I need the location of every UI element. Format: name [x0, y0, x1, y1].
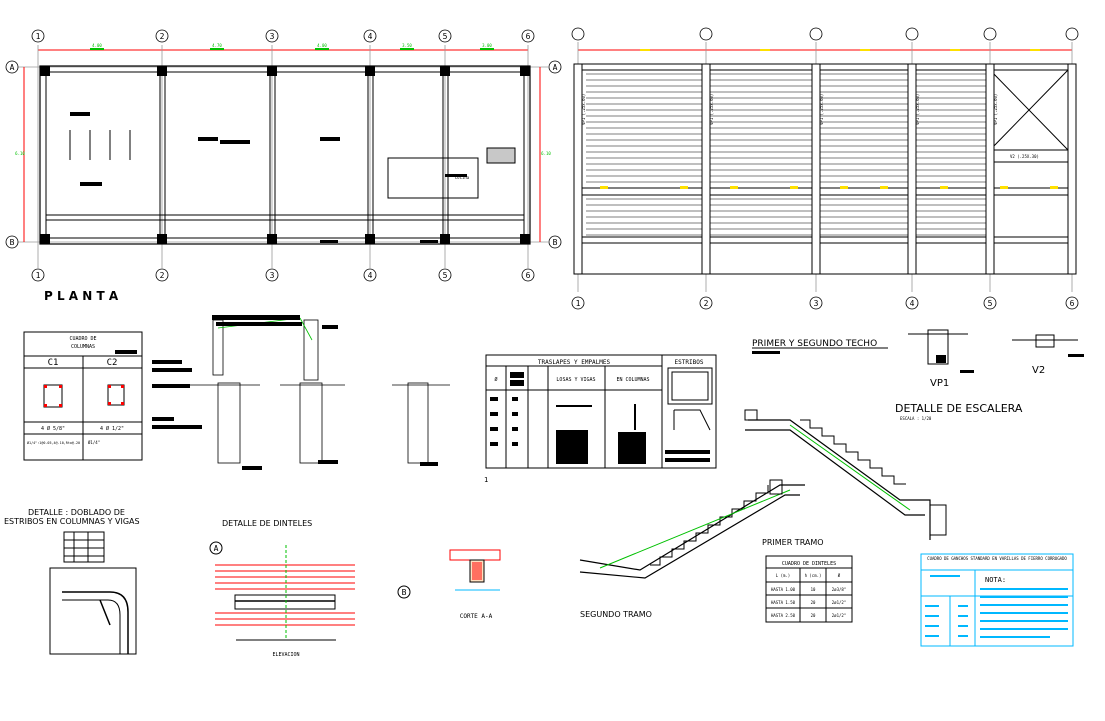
roof-section-title: PRIMER Y SEGUNDO TECHO	[752, 339, 877, 349]
hooks-table: CUADRO DE GANCHOS STANDARD EN VARILLAS D…	[920, 553, 1074, 647]
lintel-table-cell: 2ø1/2"	[832, 600, 846, 605]
dim-left: 6.10	[15, 151, 25, 156]
roof-axis-2: 2	[704, 299, 709, 308]
first-flight-label: PRIMER TRAMO	[762, 538, 824, 547]
dim-right: 6.10	[541, 151, 551, 156]
splices-header-diam: Ø	[494, 376, 497, 383]
axis-5-bottom: 5	[443, 271, 448, 280]
lintel-table-cell: 20	[811, 600, 816, 605]
roof-axis-4: 4	[910, 299, 915, 308]
axis-6-top: 6	[526, 32, 531, 41]
vp1-section-label: VP1	[930, 378, 949, 389]
axis-2-top: 2	[160, 32, 165, 41]
lintel-table-cell: HASTA 1.50	[771, 600, 796, 605]
floor-plan: 1 2 3 4 5 6 1 2 3 4 5 6 A B A B 4.00 4.7…	[5, 29, 562, 303]
lintel-table-header: h (cm.)	[805, 573, 822, 578]
lintel-title: DETALLE DE DINTELES	[222, 519, 312, 528]
stair-title: DETALLE DE ESCALERA	[895, 402, 1023, 415]
axis-1-bottom: 1	[36, 271, 41, 280]
dim-top-2: 4.70	[212, 43, 222, 48]
splices-table: TRASLAPES Y EMPALMES ESTRIBOS Ø LOSAS Y …	[484, 354, 717, 484]
lintel-table-title: CUADRO DE DINTELES	[782, 561, 836, 567]
roof-framing-plan: VP1 (.25x.60) VP1 (.25x.60) VP1 (.25x.60…	[571, 27, 1079, 310]
axis-a-right: A	[553, 63, 558, 72]
lintel-table-header: L (m.)	[776, 573, 790, 578]
roof-axis-5: 5	[988, 299, 993, 308]
roof-axis-3: 3	[814, 299, 819, 308]
stair-scale: ESCALA : 1/20	[900, 416, 932, 421]
columns-table: CUADRO DE COLUMNAS C1 C2 4 Ø 5/8" 4 Ø 1/…	[23, 331, 143, 461]
axis-b-left: B	[10, 238, 15, 247]
stirrups-title: ESTRIBOS	[675, 359, 704, 366]
lintel-table-cell: 10	[811, 587, 816, 592]
axis-4-bottom: 4	[368, 271, 373, 280]
room-label: cocina	[455, 175, 470, 180]
lintel-table-cell: HASTA 2.50	[771, 613, 796, 618]
column-c2-rebar: 4 Ø 1/2"	[100, 425, 124, 432]
columns-table-title-2: COLUMNAS	[71, 344, 95, 350]
axis-a-left: A	[10, 63, 15, 72]
splices-header-slabs: LOSAS Y VIGAS	[556, 377, 595, 383]
axis-2-bottom: 2	[160, 271, 165, 280]
column-c1-rebar: 4 Ø 5/8"	[41, 425, 65, 432]
axis-3-top: 3	[270, 32, 275, 41]
footing-details	[155, 317, 450, 464]
beam-label-5: VP1 (.25x.60)	[993, 94, 998, 125]
roof-axis-6: 6	[1070, 299, 1075, 308]
v2-section-label: V2	[1032, 365, 1045, 376]
column-c2-stirrups: Ø1/4"	[88, 440, 100, 445]
stirrup-bending-detail: DETALLE : DOBLADO DE ESTRIBOS EN COLUMNA…	[4, 508, 140, 655]
column-c2-header: C2	[107, 358, 118, 368]
column-c1-stirrups: Ø1/4":1@0.05,4@.10,Rto@.20	[27, 440, 80, 445]
axis-3-bottom: 3	[270, 271, 275, 280]
stair-detail: PRIMER Y SEGUNDO TECHO VP1 V2 DETALLE DE…	[579, 329, 1084, 619]
footing-notes	[152, 315, 438, 470]
lintel-marker-a: A	[214, 544, 219, 553]
lintel-marker-b: B	[402, 588, 407, 597]
beam-label-4: VP1 (.25x.60)	[915, 94, 920, 125]
dim-top-5: 3.00	[482, 43, 492, 48]
lintel-table-cell: 20	[811, 613, 816, 618]
lintel-table-header: Ø	[838, 573, 841, 578]
lintel-table-cell: 2ø1/2"	[832, 613, 846, 618]
dim-top-3: 4.00	[317, 43, 327, 48]
axis-6-bottom: 6	[526, 271, 531, 280]
lintel-detail: DETALLE DE DINTELES A ELEVACION B CORTE …	[209, 519, 501, 658]
axis-4-top: 4	[368, 32, 373, 41]
dim-top-4: 3.50	[402, 43, 412, 48]
splices-title: TRASLAPES Y EMPALMES	[538, 359, 611, 366]
plan-title: P L A N T A	[44, 289, 119, 303]
beam-label-1: VP1 (.25x.60)	[581, 94, 586, 125]
v2-beam-label: V2 (.25X.30)	[1010, 154, 1039, 159]
bending-title-1: DETALLE : DOBLADO DE	[28, 508, 125, 517]
column-c1-header: C1	[48, 358, 59, 368]
sheet-page-number: 1	[484, 476, 488, 484]
lintel-table-cell: HASTA 1.00	[771, 587, 796, 592]
splices-header-cols: EN COLUMNAS	[616, 377, 649, 383]
dim-top-1: 4.00	[92, 43, 102, 48]
axis-1-top: 1	[36, 32, 41, 41]
beam-label-2: VP1 (.25x.60)	[709, 94, 714, 125]
roof-axis-1: 1	[576, 299, 581, 308]
lintel-table: CUADRO DE DINTELES L (m.) h (cm.) Ø HASTA 1…	[765, 555, 853, 623]
lintel-section-label: CORTE A-A	[460, 613, 493, 620]
second-flight-label: SEGUNDO TRAMO	[580, 610, 652, 619]
axis-b-right: B	[553, 238, 558, 247]
hooks-table-title: CUADRO DE GANCHOS STANDARD EN VARILLAS D…	[927, 556, 1067, 561]
bending-title-2: ESTRIBOS EN COLUMNAS Y VIGAS	[4, 517, 140, 526]
hooks-note-label: NOTA:	[985, 576, 1006, 584]
beam-label-3: VP1 (.25x.60)	[819, 94, 824, 125]
lintel-elevation-label: ELEVACION	[272, 652, 299, 658]
axis-5-top: 5	[443, 32, 448, 41]
columns-table-title-1: CUADRO DE	[69, 336, 96, 342]
lintel-table-cell: 2ø3/8"	[832, 587, 846, 592]
